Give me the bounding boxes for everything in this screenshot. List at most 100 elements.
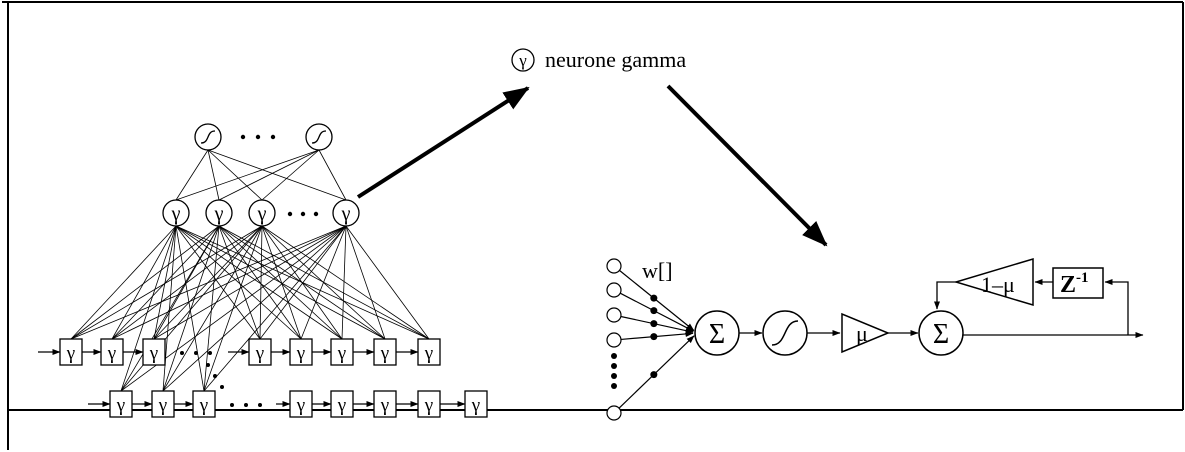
connection-line — [218, 225, 302, 340]
summation-symbol: Σ — [709, 319, 725, 350]
gamma-symbol: γ — [424, 343, 433, 364]
gamma-symbol: γ — [341, 203, 351, 225]
connection-line — [70, 225, 220, 340]
hidden-gamma-neuron-2 — [205, 199, 233, 227]
connection-line — [207, 149, 220, 201]
delay-label: Z-1 — [1060, 270, 1089, 298]
connection-line — [218, 149, 320, 201]
gamma-symbol: γ — [116, 395, 125, 416]
input-node-2 — [606, 282, 622, 298]
ellipsis-dot — [255, 134, 261, 140]
input-node-5 — [606, 405, 622, 421]
ellipsis-dot — [270, 134, 276, 140]
ellipsis-dot — [611, 353, 617, 359]
sigmoid-icon — [311, 130, 327, 144]
ellipsis-dot — [180, 351, 184, 355]
connection-line — [207, 149, 347, 201]
ellipsis-dot — [611, 383, 617, 389]
ellipsis-dot — [220, 385, 224, 389]
connection-line — [175, 149, 320, 201]
connection-line — [203, 225, 347, 392]
legend-title: γ neurone gamma — [511, 47, 686, 72]
gamma-symbol: γ — [296, 395, 305, 416]
gamma-neuron-detail: w[] Σ μ Σ Z-1 1–μ — [606, 257, 1144, 421]
connection-line — [218, 225, 261, 340]
mu-gain-label: μ — [856, 321, 868, 346]
connection-line — [207, 149, 263, 201]
connection-line — [175, 149, 209, 201]
connection-line — [341, 225, 347, 340]
input-node-4 — [606, 332, 622, 348]
connection-line — [175, 225, 205, 392]
weight-dot — [650, 294, 658, 302]
connection-line — [218, 225, 343, 340]
gamma-symbol: γ — [471, 395, 480, 416]
connection-line — [259, 225, 347, 340]
gamma-symbol: γ — [337, 395, 346, 416]
gamma-symbol: γ — [380, 395, 389, 416]
ellipsis-dot — [213, 374, 217, 378]
one-minus-mu-label: 1–μ — [981, 272, 1015, 297]
weight-dot — [650, 320, 658, 328]
gamma-symbol: γ — [199, 395, 208, 416]
connection-line — [300, 225, 347, 340]
gamma-symbol: γ — [158, 395, 167, 416]
hidden-gamma-neuron-1 — [162, 199, 190, 227]
ellipsis-dot — [194, 351, 198, 355]
connection-line — [175, 225, 343, 340]
connection-line — [261, 225, 302, 340]
connection-line — [162, 225, 347, 392]
gamma-symbol: γ — [149, 343, 158, 364]
gamma-neuron-legend-icon — [511, 48, 535, 72]
upper-chain-delay-unit — [142, 338, 166, 366]
upper-chain-delay-unit — [417, 338, 441, 366]
ellipsis-dot — [208, 351, 212, 355]
weight-dot — [650, 333, 658, 341]
hidden-gamma-neuron-4 — [332, 199, 360, 227]
gamma-symbol: γ — [337, 343, 346, 364]
connection-line — [345, 225, 430, 340]
weight-dot — [650, 307, 658, 315]
connection-line — [120, 225, 177, 392]
connection-line — [70, 225, 263, 340]
feedback-line-up — [1104, 279, 1129, 335]
arrow-to-neuron-detail — [666, 84, 828, 247]
neuron-inputs — [606, 258, 695, 421]
connection-line — [70, 225, 347, 340]
connection-line — [111, 225, 347, 340]
connection-line — [111, 225, 220, 340]
connection-line — [318, 149, 347, 201]
connection-line — [70, 225, 177, 340]
connection-line — [203, 225, 220, 392]
weight-dot — [650, 371, 658, 379]
ellipsis-dot — [611, 363, 617, 369]
connection-line — [261, 225, 430, 340]
connection-line — [153, 225, 347, 340]
ellipsis-dot — [258, 403, 262, 407]
connection-line — [120, 225, 347, 392]
hidden-gamma-neuron-3 — [248, 199, 276, 227]
legend-gamma-symbol: γ — [518, 51, 527, 70]
gamma-symbol: γ — [66, 343, 75, 364]
lower-chain-delay-unit — [192, 390, 216, 418]
sigmoid-icon — [200, 130, 216, 144]
weighted-link-1 — [619, 269, 695, 331]
ellipsis-dot — [244, 403, 248, 407]
lower-chain-delay-unit — [464, 390, 488, 418]
connection-line — [162, 225, 263, 392]
mu-gain-triangle — [841, 312, 890, 354]
feedback-line-down — [934, 281, 956, 310]
connection-line — [261, 149, 320, 201]
gamma-symbol: γ — [380, 343, 389, 364]
gamma-symbol: γ — [257, 203, 267, 225]
gamma-symbol: γ — [171, 203, 181, 225]
ellipsis-dot — [230, 403, 234, 407]
ellipsis-dot — [300, 211, 306, 217]
input-node-1 — [606, 258, 622, 274]
ellipsis-dot — [240, 134, 246, 140]
legend-label: neurone gamma — [545, 47, 686, 72]
ellipsis-dot — [206, 363, 210, 367]
ellipsis-dot — [287, 211, 293, 217]
arrow-to-title — [356, 86, 530, 199]
